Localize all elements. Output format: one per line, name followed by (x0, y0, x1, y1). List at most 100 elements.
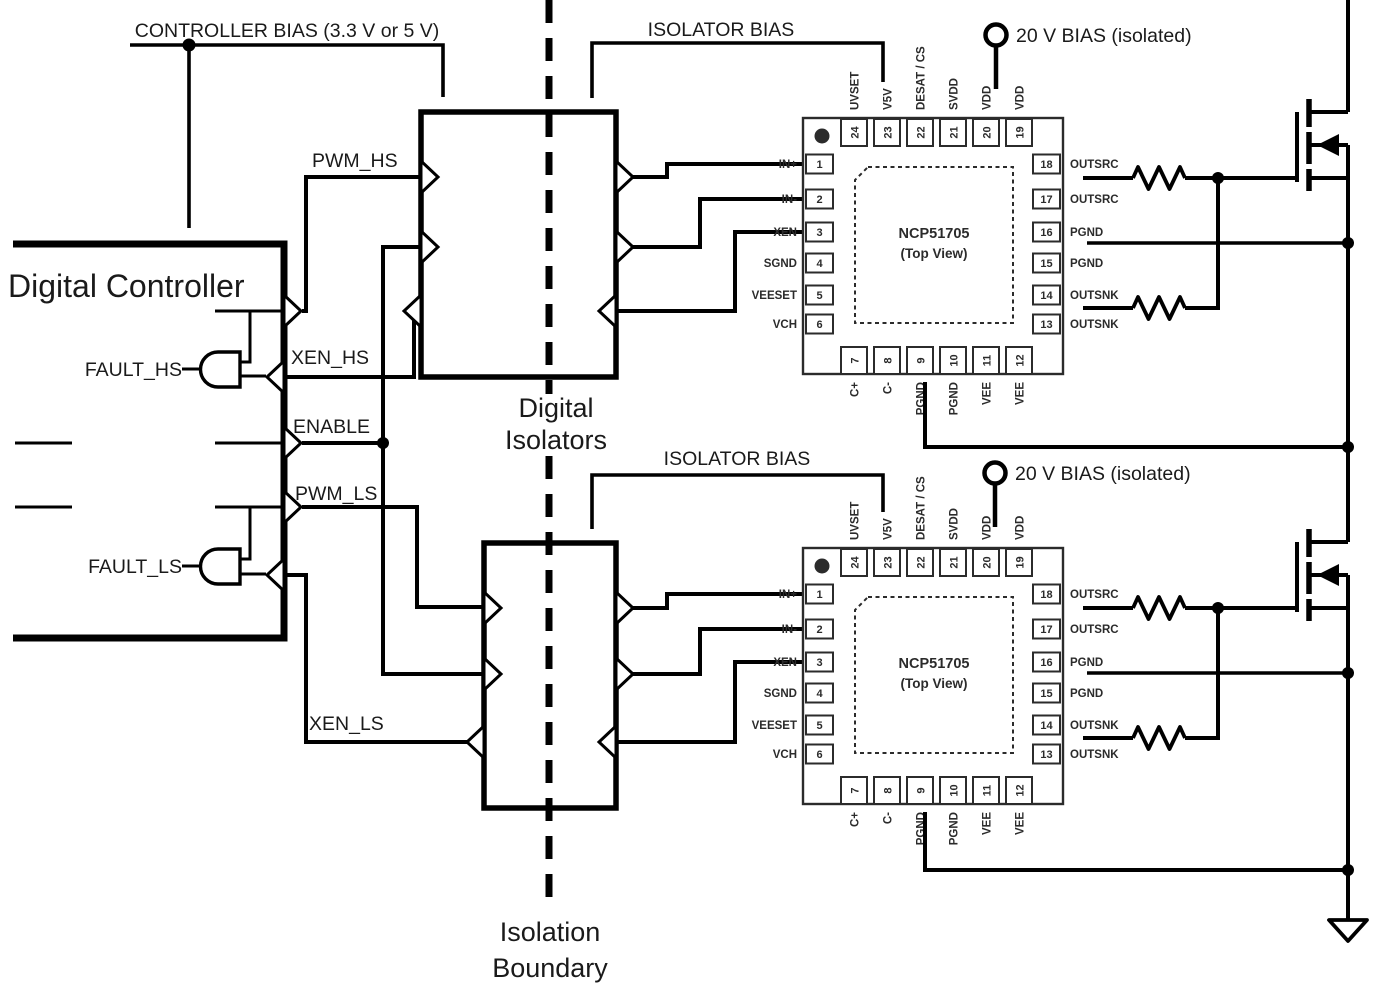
ic-pad (1032, 221, 1061, 243)
ic-pad (1005, 346, 1033, 375)
wire-xen-hs (284, 314, 416, 379)
buffer-triangle-icon (596, 722, 618, 762)
ic-pad (1032, 284, 1061, 306)
exposed-pad-outline (854, 166, 1014, 324)
pin-number: 7 (850, 357, 862, 363)
wire-outsnk-up (1185, 178, 1220, 310)
pin-label: VCH (773, 319, 797, 331)
pin-number: 18 (1040, 159, 1052, 171)
mosfet-icon (1295, 529, 1350, 621)
pin-label: SVDD (949, 78, 961, 110)
pin-number: 2 (816, 624, 822, 636)
ic-pad (1032, 252, 1061, 274)
fault-hs-gate-icon (198, 350, 242, 389)
bias-20v-ls-label: 20 V BIAS (isolated) (1015, 463, 1191, 485)
ic-pad (873, 346, 901, 375)
pin-label: VDD (982, 86, 994, 110)
buffer-triangle-icon (282, 487, 304, 527)
pin-number: 22 (916, 126, 928, 138)
ic-pad (840, 776, 868, 805)
pin-number: 2 (816, 194, 822, 206)
pin-label: V5V (883, 88, 895, 110)
pin-label: SGND (764, 688, 797, 700)
fault-hs-label: FAULT_HS (85, 359, 182, 381)
pin-number: 4 (816, 258, 823, 270)
pin-number: 6 (816, 319, 822, 331)
pin-number: 20 (982, 126, 994, 138)
pin-number: 20 (982, 556, 994, 568)
pin-label: VDD (1015, 86, 1027, 110)
pin-label: OUTSNK (1070, 720, 1119, 732)
pin-number: 14 (1040, 290, 1053, 302)
page-title: Digital Controller (8, 268, 245, 304)
ic-pad (1032, 153, 1061, 175)
pin-label: IN- (782, 194, 798, 206)
fault-ls-gate-icon (198, 547, 242, 586)
ic-pad (906, 118, 934, 147)
ic-pad (805, 651, 834, 673)
ic-pad (1032, 651, 1061, 673)
xen-ls-label: XEN_LS (309, 713, 384, 735)
buffer-triangle-icon (614, 654, 636, 694)
wire-pgnd-bottom (923, 812, 1348, 872)
ic-pad (873, 548, 901, 577)
pin-number: 15 (1040, 688, 1052, 700)
gate-sink-resistor-icon (1131, 295, 1187, 321)
pin-number: 3 (816, 227, 822, 239)
wire-outsnk-up (1185, 608, 1220, 740)
ic-pad (972, 118, 1000, 147)
buffer-triangle-icon (264, 555, 286, 595)
pin-label: VEE (1015, 382, 1027, 405)
pin-number: 21 (949, 556, 961, 568)
pin-label: IN+ (779, 159, 798, 171)
pin-label: IN- (782, 624, 798, 636)
xen-hs-label: XEN_HS (291, 347, 369, 369)
ic-pad (1032, 714, 1061, 736)
wire-pwm-hs (302, 175, 421, 313)
ic-pad (1032, 583, 1061, 605)
pin-label: IN+ (779, 589, 798, 601)
ic-pad (972, 776, 1000, 805)
pin-label: PGND (949, 812, 961, 845)
ic-pad (1032, 188, 1061, 210)
ic-part-label: NCP51705 (899, 656, 970, 672)
pin-number: 17 (1040, 624, 1052, 636)
enable-label: ENABLE (293, 416, 370, 438)
controller-bias-wires (130, 43, 445, 228)
fault-ls-label: FAULT_LS (88, 556, 182, 578)
pin-number: 8 (883, 787, 895, 793)
ic-view-label: (Top View) (901, 676, 968, 691)
junction-controller-bias (182, 38, 196, 52)
pin-number: 24 (850, 556, 862, 569)
ic-part-label: NCP51705 (899, 226, 970, 242)
wire-isolator-to-ic (633, 197, 806, 249)
pin-number: 6 (816, 749, 822, 761)
ic-pad (805, 618, 834, 640)
pin1-indicator-icon (814, 558, 830, 574)
pin-number: 10 (949, 354, 961, 366)
boundary-label-line1: Isolation (500, 917, 601, 947)
buffer-triangle-icon (482, 654, 504, 694)
bias-20v-hs-label: 20 V BIAS (isolated) (1016, 25, 1192, 47)
pin-number: 15 (1040, 258, 1052, 270)
pin-label: OUTSNK (1070, 290, 1119, 302)
ic-pad (939, 346, 967, 375)
pin1-indicator-icon (814, 128, 830, 144)
pin-label: VEE (982, 382, 994, 405)
ic-pad (906, 346, 934, 375)
ic-pad (805, 284, 834, 306)
wire-xen-ls (284, 573, 467, 744)
buffer-triangle-icon (419, 157, 441, 197)
pin-label: V5V (883, 518, 895, 540)
pin-number: 7 (850, 787, 862, 793)
pin-number: 13 (1040, 319, 1052, 331)
ic-pad (939, 118, 967, 147)
wire-pwm-ls (302, 505, 484, 609)
pin-label: C- (883, 382, 895, 394)
junction-dot (1212, 602, 1224, 614)
wire-fault-ls-tap (240, 507, 252, 561)
body-diode-arrow-icon (1317, 134, 1339, 156)
ic-pad (1005, 548, 1033, 577)
